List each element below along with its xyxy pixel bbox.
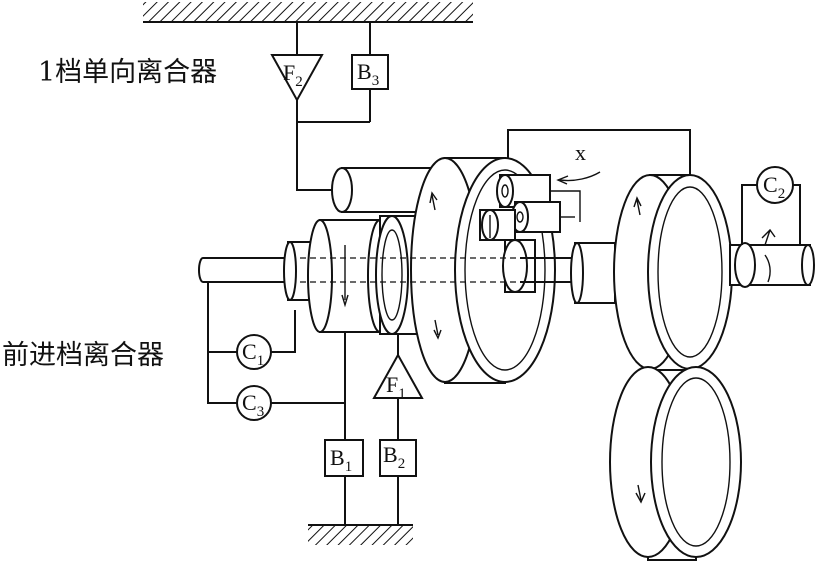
svg-text:B3: B3 — [357, 59, 379, 89]
c3-sub: 3 — [257, 404, 265, 420]
c1-letter: C — [242, 339, 257, 364]
svg-text:C1: C1 — [242, 339, 264, 369]
b3-brake: B3 — [351, 22, 389, 122]
svg-text:F2: F2 — [283, 60, 303, 90]
c1-sub: 1 — [257, 353, 265, 369]
forward-clutch-label: 前进档离合器 — [2, 340, 164, 371]
b3-sub: 3 — [372, 73, 380, 89]
carrier-link — [507, 129, 691, 175]
driven-gear — [609, 366, 742, 561]
bottom-ground — [308, 524, 413, 545]
f2-b3-link — [296, 100, 370, 123]
output-gear — [613, 174, 733, 371]
c3-clutch: C3 — [207, 282, 345, 421]
b2-brake: B2 — [379, 439, 417, 525]
b2-letter: B — [383, 442, 398, 467]
b3-letter: B — [357, 59, 372, 84]
b1-sub: 1 — [345, 459, 353, 475]
x-arrow: x — [556, 140, 601, 185]
one-way-clutch-label: 1档单向离合器 — [38, 57, 218, 88]
svg-text:C3: C3 — [242, 390, 264, 420]
f2-letter: F — [283, 60, 295, 85]
c2-sub: 2 — [778, 186, 786, 202]
svg-text:F1: F1 — [386, 372, 406, 402]
middle-hub — [570, 242, 616, 304]
f2-one-way-clutch: F2 — [270, 22, 324, 103]
f1-sub: 1 — [398, 386, 406, 402]
c2-letter: C — [763, 172, 778, 197]
f1-one-way-clutch: F1 — [372, 334, 424, 440]
b1-brake: B1 — [324, 332, 364, 525]
b1-letter: B — [330, 445, 345, 470]
svg-text:C2: C2 — [763, 172, 785, 202]
c1-clutch: C1 — [208, 310, 296, 370]
x-label: x — [575, 140, 586, 165]
top-ground — [143, 2, 473, 23]
c3-letter: C — [242, 390, 257, 415]
svg-text:B2: B2 — [383, 442, 405, 472]
f2-to-drum-link — [296, 122, 335, 191]
planet-pinions — [479, 174, 581, 293]
f1-letter: F — [386, 372, 398, 397]
svg-text:B1: B1 — [330, 445, 352, 475]
b2-sub: 2 — [398, 456, 406, 472]
output-shaft — [729, 242, 815, 288]
f2-sub: 2 — [295, 74, 303, 90]
c2-clutch: C2 — [741, 166, 801, 246]
